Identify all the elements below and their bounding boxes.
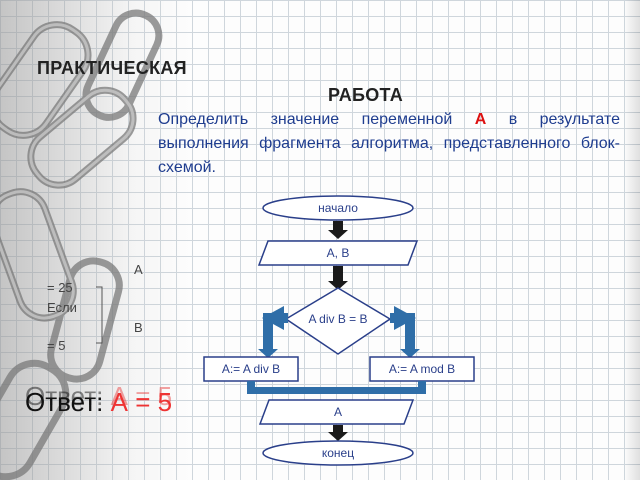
given-if-word: Если <box>47 300 77 315</box>
output-parallelogram <box>258 399 415 425</box>
input-parallelogram <box>257 240 419 266</box>
given-a-label: А <box>134 262 143 277</box>
process-left-label: A:= A div B <box>221 362 281 376</box>
end-oval <box>262 440 414 466</box>
given-a-value: = 25 <box>47 280 73 295</box>
output-label: A <box>333 405 342 419</box>
given-b-value: = 5 <box>47 338 66 353</box>
arrow-start-input <box>328 221 348 239</box>
end-label: конец <box>321 446 355 460</box>
slide-title-line1: ПРАКТИЧЕСКАЯ <box>37 58 187 78</box>
answer: Ответ: А = 5 <box>25 387 172 418</box>
condition-label: A div B = B <box>308 312 368 326</box>
answer-value: А = 5 <box>110 387 173 417</box>
condition-diamond <box>284 287 392 355</box>
slide-title-line2: РАБОТА <box>328 85 404 105</box>
answer-label: Ответ: <box>25 387 104 417</box>
process-right-label: A:= A mod B <box>388 362 456 376</box>
chain-decoration <box>0 0 190 480</box>
task-text-after: в результате выполнения фрагмента алгори… <box>158 111 620 176</box>
arrow-input-condition <box>328 266 348 290</box>
task-variable: А <box>474 111 487 128</box>
process-box-left <box>203 356 299 382</box>
arrow-branch-right <box>390 306 420 358</box>
given-b-label: В <box>134 320 143 335</box>
arrow-branch-left <box>258 306 288 358</box>
input-label: A, B <box>326 246 350 260</box>
task-description: Определить значение переменной А в резул… <box>158 108 620 180</box>
arrow-output-end <box>328 425 348 441</box>
start-label: начало <box>318 201 358 215</box>
chain-links-icon <box>0 9 163 480</box>
arrow-merge <box>247 381 426 394</box>
page-edge-shadow <box>624 0 640 480</box>
start-oval <box>262 195 414 221</box>
given-bracket <box>96 286 103 344</box>
task-text-before: Определить значение переменной <box>158 111 475 128</box>
